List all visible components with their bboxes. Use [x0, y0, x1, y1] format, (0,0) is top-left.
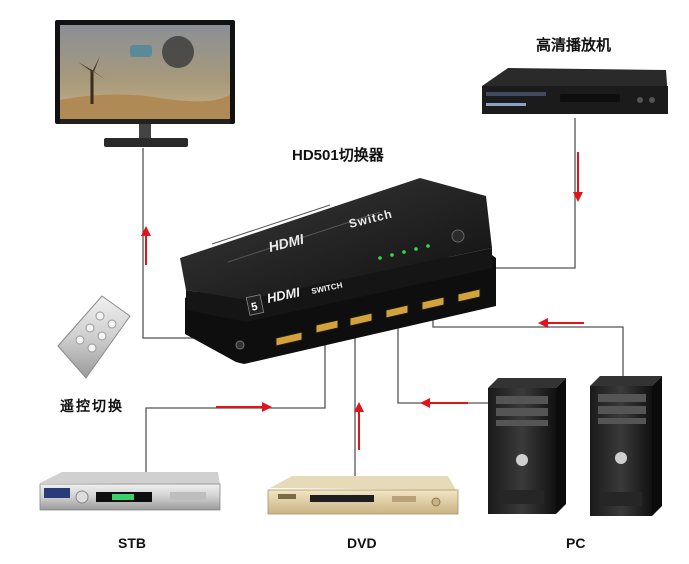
stb-device [39, 472, 221, 511]
stb-label: STB [118, 535, 146, 551]
pc-tower-1 [488, 378, 566, 514]
dvd-device [267, 476, 459, 515]
pc-tower-2 [590, 376, 662, 516]
hdmi-switch: HDMI Switch 5 HDMI SWITCH [180, 178, 496, 364]
arrow-monitor [141, 226, 151, 265]
arrow-dvd [354, 402, 364, 450]
arrow-bluray [573, 152, 583, 202]
arrow-stb [216, 402, 272, 412]
led-row [378, 244, 430, 260]
arrows [141, 152, 584, 450]
hdmi-ports [275, 288, 481, 347]
remote-label: 遥控切换 [60, 398, 124, 414]
monitor [55, 20, 235, 147]
arrow-pc2 [538, 318, 584, 328]
badge-number: 5 [250, 301, 258, 314]
pc-label: PC [566, 535, 586, 551]
front-hdmi-logo: HDMI [266, 284, 302, 306]
remote-control [57, 295, 131, 379]
wire-bluray [488, 118, 576, 269]
selector-button [451, 229, 465, 243]
dvd-label: DVD [347, 535, 377, 551]
bluray-label: 高清播放机 [536, 37, 612, 54]
arrow-pc1 [420, 398, 468, 408]
bluray-player [482, 68, 668, 114]
diagram-title: HD501切换器 [292, 147, 384, 164]
